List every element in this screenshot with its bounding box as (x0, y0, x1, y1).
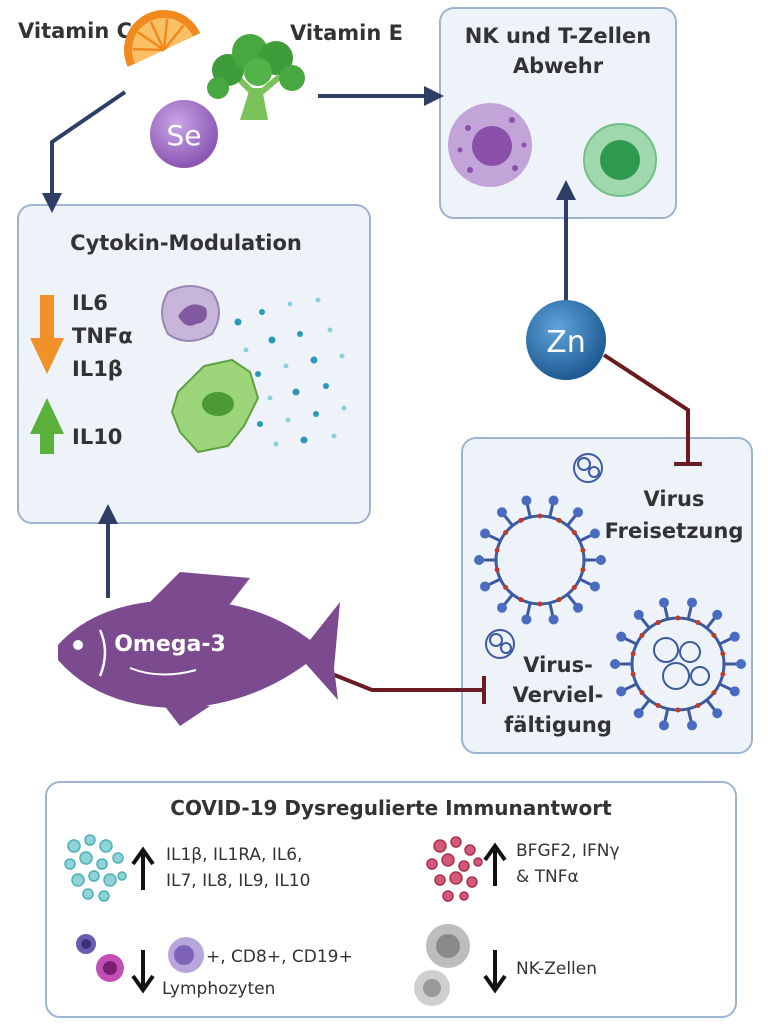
covid-up-left-line2: IL7, IL8, IL9, IL10 (166, 871, 310, 891)
selenium-label: Se (167, 119, 202, 152)
nk-cells-grey-icon (414, 924, 470, 1006)
covid-down-left-line1: +, CD8+, CD19+ (206, 947, 353, 967)
zinc-label: Zn (546, 325, 586, 360)
covid-down-right: NK-Zellen (516, 959, 597, 979)
nk-t-title-line2: Abwehr (513, 54, 604, 78)
arrow-down-black-icon (131, 950, 155, 994)
cytokine-title: Cytokin-Modulation (70, 231, 302, 255)
covid-up-left-line1: IL1β, IL1RA, IL6, (166, 845, 303, 865)
arrow-down-orange-icon (30, 295, 64, 374)
macrophage-icon (161, 285, 220, 342)
covid-up-right-line2: & TNFα (516, 867, 579, 887)
covid-up-right-line1: BFGF2, IFNγ (516, 841, 620, 861)
covid-box (45, 781, 737, 1018)
label-il1b: IL1β (72, 357, 123, 381)
label-il6: IL6 (72, 291, 108, 315)
cytokine-cluster-teal-icon (64, 834, 127, 902)
covid-down-left-line2: Lymphozyten (162, 979, 275, 999)
arrow-up-black-icon (483, 842, 507, 886)
orange-slice-icon (124, 10, 201, 67)
cytokine-cluster-red-icon (426, 836, 483, 902)
t-cell-icon (583, 123, 657, 197)
arrow-up-green-icon (30, 398, 64, 454)
fish-icon (58, 572, 340, 726)
selenium-icon (150, 100, 218, 168)
virus-particle-large-icon (474, 495, 606, 625)
vitamin-e-label: Vitamin E (290, 21, 403, 45)
label-il10: IL10 (72, 425, 122, 449)
cytokine-box (17, 204, 371, 524)
rna-fragment-icon (485, 453, 603, 659)
fibroblast-icon (170, 358, 260, 454)
lymphocyte-cells-icon (76, 934, 204, 982)
nk-cell-icon (448, 103, 532, 187)
inhibit-zinc-virus-release (602, 353, 702, 466)
virus-replication-line2: Verviel- (513, 683, 604, 707)
virus-release-line1: Virus (644, 487, 705, 511)
virus-release-line2: Freisetzung (605, 519, 744, 543)
virus-particle-lower-icon (610, 597, 746, 731)
nk-t-title-line1: NK und T-Zellen (465, 24, 651, 48)
omega3-label: Omega-3 (114, 632, 226, 657)
inhibit-omega3-virus-replication (311, 664, 486, 704)
virus-box (461, 437, 753, 754)
vitamin-c-label: Vitamin C (18, 19, 132, 43)
zinc-icon (526, 300, 606, 380)
arrow-vitamins-to-cytokine (42, 90, 127, 213)
covid-title: COVID-19 Dysregulierte Immunantwort (170, 796, 612, 820)
cytokine-particles (234, 297, 347, 447)
arrow-down-black-icon (483, 950, 507, 994)
label-tnfa: TNFα (72, 324, 133, 348)
broccoli-icon (207, 34, 305, 120)
virus-replication-line1: Virus- (523, 653, 593, 677)
arrow-up-black-icon (131, 846, 155, 890)
virus-replication-line3: fältigung (504, 713, 612, 737)
